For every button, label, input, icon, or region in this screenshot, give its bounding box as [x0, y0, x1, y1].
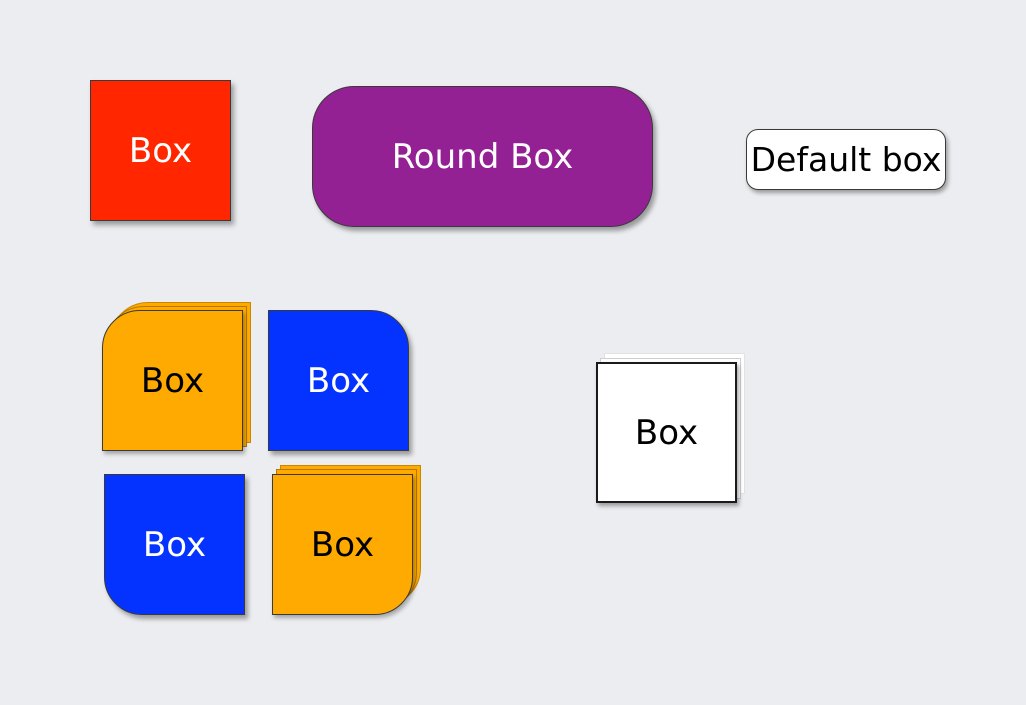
blue-box-top-right: Box: [268, 310, 409, 451]
default-box: Default box: [746, 129, 946, 190]
orange-box-bottom-right: Box: [272, 474, 413, 615]
white-stacked-box: Box: [596, 362, 737, 503]
blue-box-bottom-left: Box: [104, 474, 245, 615]
orange-box-top-left: Box: [102, 310, 243, 451]
red-box: Box: [90, 80, 231, 221]
round-box: Round Box: [312, 86, 653, 227]
